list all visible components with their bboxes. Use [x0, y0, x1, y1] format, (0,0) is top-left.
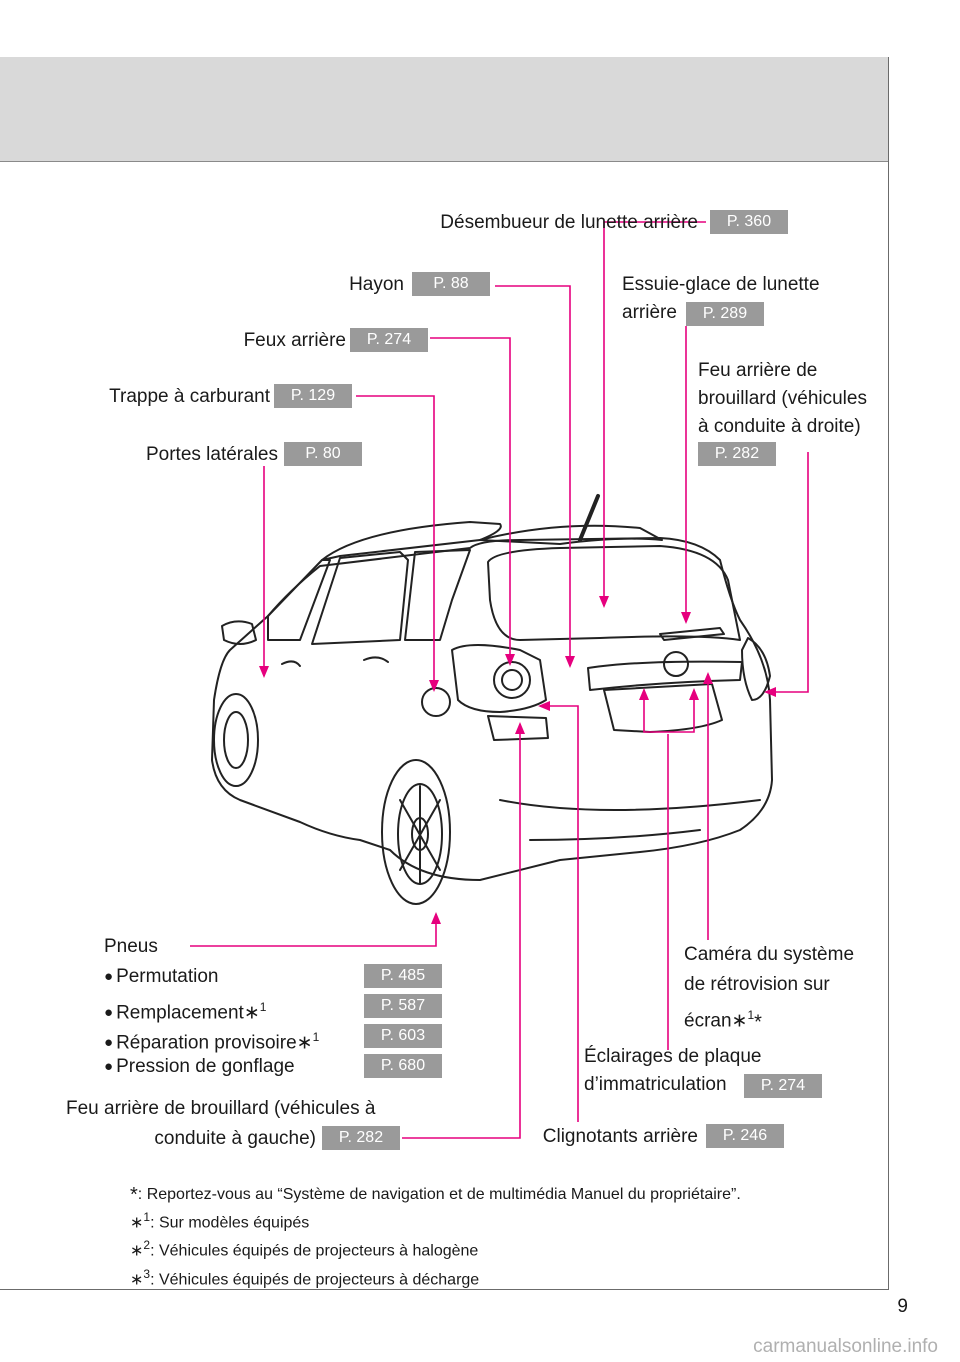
label-portes: Portes latérales [145, 444, 278, 465]
page-ref-permutation[interactable]: P. 485 [364, 964, 442, 988]
label-pneus: Pneus [104, 936, 158, 957]
page-ref-clignotants[interactable]: P. 246 [706, 1124, 784, 1148]
label-camera-line3: écran∗1* [684, 1008, 762, 1034]
page-ref-reparation[interactable]: P. 603 [364, 1024, 442, 1048]
pneus-item-reparation: Réparation provisoire∗1 [104, 1024, 319, 1057]
label-feu-brouillard-gauche-line2: conduite à gauche) [154, 1128, 316, 1149]
page-ref-feu-brouillard-droite[interactable]: P. 282 [698, 442, 776, 466]
page-ref-feux-arriere[interactable]: P. 274 [350, 328, 428, 352]
label-desembueur: Désembueur de lunette arrière [440, 212, 698, 233]
footnote-3: ∗3: Véhicules équipés de projecteurs à d… [130, 1266, 480, 1288]
label-camera-line1: Caméra du système [684, 944, 855, 965]
pneus-item-permutation: Permutation [104, 964, 218, 991]
page-frame [0, 57, 889, 1290]
page-ref-desembueur[interactable]: P. 360 [710, 210, 788, 234]
footnote-2: ∗2: Véhicules équipés de projecteurs à h… [130, 1238, 479, 1260]
label-hayon: Hayon [349, 274, 404, 295]
pneus-item-pression: Pression de gonflage [104, 1054, 295, 1081]
footnotes: *: Reportez-vous au “Système de navigati… [130, 1184, 741, 1291]
label-feu-brouillard-gauche-line1: Feu arrière de brouillard (véhicules à [66, 1098, 376, 1119]
label-eclairages-line2: d’immatriculation [584, 1074, 727, 1095]
label-camera-line2: de rétrovision sur [684, 974, 830, 995]
pneus-item-remplacement: Remplacement∗1 [104, 994, 266, 1027]
leader-arrowheads [259, 596, 776, 924]
page-ref-trappe[interactable]: P. 129 [274, 384, 352, 408]
page-ref-hayon[interactable]: P. 88 [412, 272, 490, 296]
leader-lines [190, 221, 809, 1139]
footnote-star: *: Reportez-vous au “Système de navigati… [130, 1184, 741, 1206]
label-essuie-line2: arrière [622, 302, 677, 323]
label-clignotants: Clignotants arrière [542, 1126, 698, 1147]
page-ref-remplacement[interactable]: P. 587 [364, 994, 442, 1018]
page-ref-portes[interactable]: P. 80 [284, 442, 362, 466]
label-feu-brouillard-droite-line2: brouillard (véhicules [698, 388, 867, 409]
header-band [0, 57, 889, 162]
label-feu-brouillard-droite-line1: Feu arrière de [698, 360, 818, 381]
car-illustration [211, 494, 773, 905]
page-number: 9 [897, 1296, 908, 1317]
page-ref-eclairages[interactable]: P. 274 [744, 1074, 822, 1098]
watermark[interactable]: carmanualsonline.info [753, 1336, 938, 1357]
label-eclairages-line1: Éclairages de plaque [584, 1046, 762, 1067]
page-ref-feu-brouillard-gauche[interactable]: P. 282 [322, 1126, 400, 1150]
label-feux-arriere: Feux arrière [243, 330, 346, 351]
label-feu-brouillard-droite-line3: à conduite à droite) [698, 416, 861, 437]
label-essuie-line1: Essuie-glace de lunette [622, 274, 820, 295]
page-ref-essuie[interactable]: P. 289 [686, 302, 764, 326]
page-ref-pression[interactable]: P. 680 [364, 1054, 442, 1078]
label-trappe: Trappe à carburant [109, 386, 270, 407]
footnote-1: ∗1: Sur modèles équipés [130, 1210, 310, 1232]
